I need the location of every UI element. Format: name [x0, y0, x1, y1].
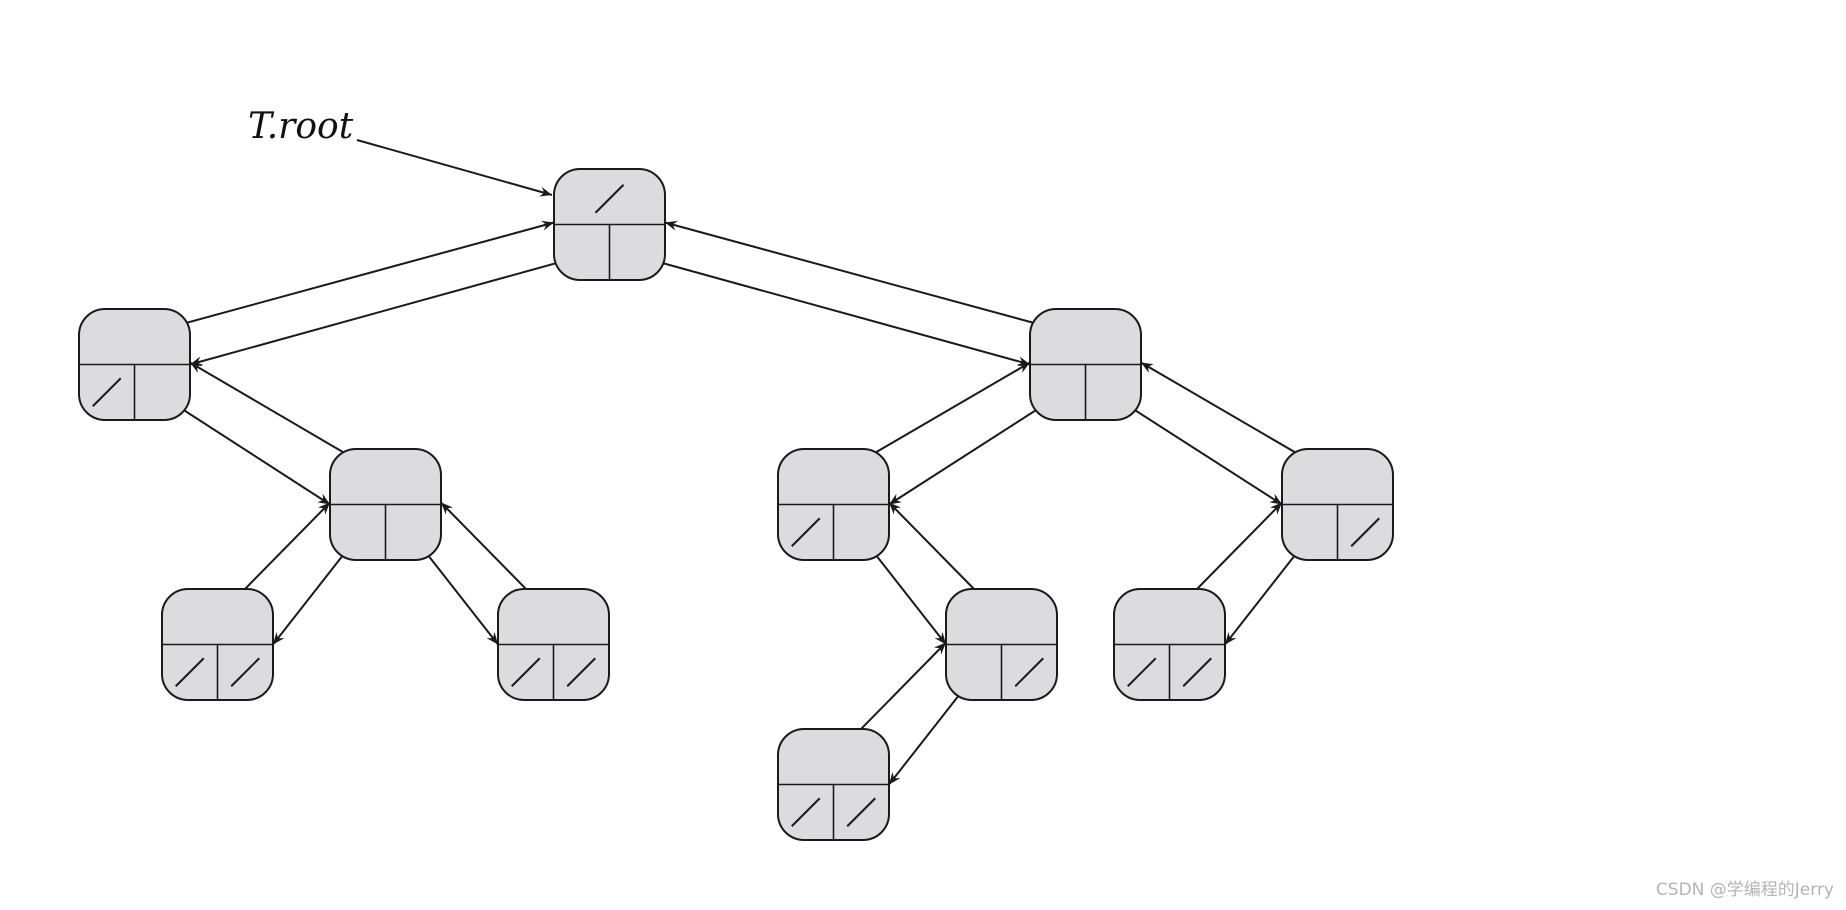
tree-node [78, 308, 191, 421]
nil-right-slash [230, 657, 260, 687]
tree-node [329, 448, 442, 561]
tree-node [777, 728, 890, 841]
nil-right-slash [1182, 657, 1212, 687]
tree-node [161, 588, 274, 701]
nil-right-slash [1350, 517, 1380, 547]
watermark: CSDN @学编程的Jerry [1655, 880, 1834, 900]
tree-node [497, 588, 610, 701]
root-pointer-arrow [356, 139, 553, 197]
tree-node [553, 168, 666, 281]
nil-parent-slash [594, 184, 625, 214]
child-pointer-arrow [636, 255, 1031, 367]
nil-left-slash [1127, 657, 1157, 687]
tree-node [1113, 588, 1226, 701]
child-pointer-arrow [1112, 395, 1283, 506]
tree-node [1029, 308, 1142, 421]
root-label: T.root [248, 106, 354, 147]
parent-pointer-arrow [134, 220, 555, 338]
tree-node [945, 588, 1058, 701]
nil-left-slash [791, 517, 821, 547]
nil-right-slash [1014, 657, 1044, 687]
tree-node [777, 448, 890, 561]
nil-left-slash [175, 657, 205, 687]
parent-pointer-arrow [664, 220, 1086, 338]
child-pointer-arrow [189, 255, 583, 367]
nil-left-slash [92, 377, 122, 407]
nil-right-slash [566, 657, 596, 687]
nil-right-slash [846, 797, 876, 827]
tree-nodes [78, 168, 1394, 841]
child-pointer-arrow [161, 395, 331, 506]
tree-node [1281, 448, 1394, 561]
child-pointer-arrow [888, 395, 1059, 506]
nil-left-slash [511, 657, 541, 687]
nil-left-slash [791, 797, 821, 827]
